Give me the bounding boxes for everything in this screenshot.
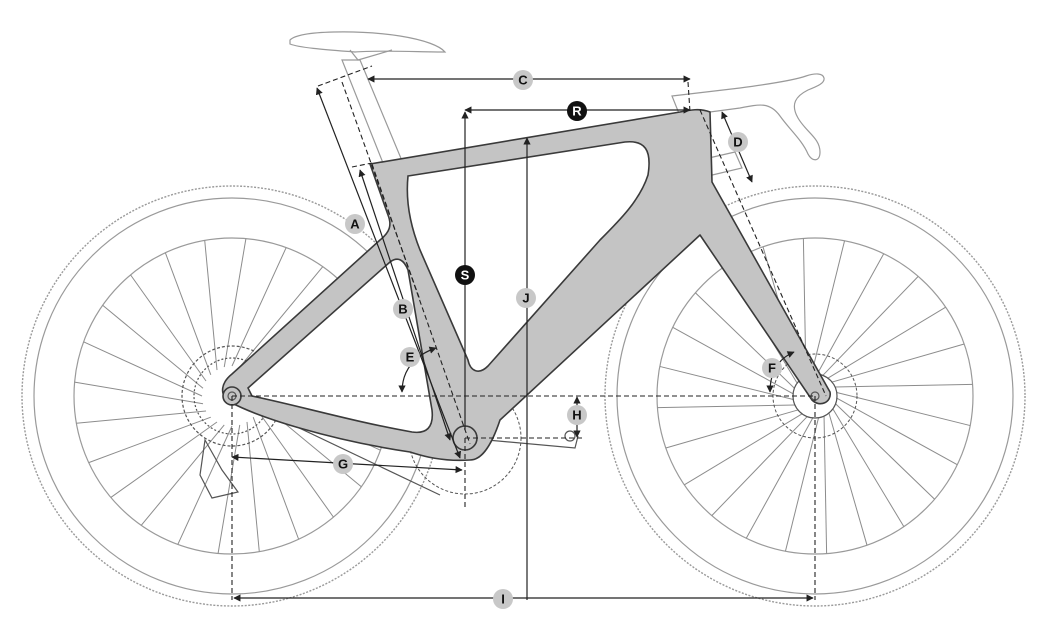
saddle [289, 31, 447, 61]
spoke [827, 306, 946, 379]
spoke [711, 416, 808, 516]
badge-f: F [762, 358, 782, 378]
spoke [836, 391, 971, 427]
spoke [835, 383, 973, 388]
badge-e: E [400, 347, 420, 367]
badge-c-label: C [518, 73, 528, 88]
badge-d: D [728, 132, 748, 152]
badge-e-label: E [406, 350, 415, 365]
spoke [810, 240, 846, 375]
badge-b: B [393, 299, 413, 319]
spoke [110, 421, 218, 498]
spoke [816, 253, 885, 375]
spoke [102, 304, 204, 389]
badge-c: C [513, 70, 533, 90]
badge-g-label: G [338, 457, 348, 472]
spoke [745, 417, 814, 539]
spoke [130, 274, 207, 382]
spoke [140, 424, 225, 526]
seatpost [341, 59, 406, 169]
spoke [252, 417, 300, 540]
spoke [164, 252, 212, 375]
badge-h: H [567, 405, 587, 425]
badge-i: I [493, 589, 513, 609]
badge-r-label: R [572, 104, 582, 119]
spoke [665, 409, 799, 449]
spoke [831, 343, 965, 383]
badge-s-label: S [461, 268, 470, 283]
spoke [822, 276, 919, 376]
spoke [836, 397, 958, 466]
badge-j: J [516, 288, 536, 308]
spoke [835, 403, 935, 500]
spoke [204, 240, 218, 371]
badge-a: A [345, 214, 365, 234]
badge-a-label: A [350, 217, 360, 232]
spoke [76, 410, 207, 424]
badge-i-label: I [501, 592, 505, 607]
badge-d-label: D [733, 135, 742, 150]
badge-g: G [333, 454, 353, 474]
spoke [684, 413, 803, 486]
spoke [784, 417, 820, 552]
spoke [659, 365, 794, 401]
spoke [832, 408, 905, 527]
badge-h-label: H [572, 408, 581, 423]
badge-b-label: B [398, 302, 407, 317]
badge-s: S [455, 265, 475, 285]
label-badges: A B C D E F G H [333, 70, 782, 609]
badge-r: R [567, 101, 587, 121]
spoke [823, 416, 828, 554]
spoke [828, 412, 868, 546]
badge-f-label: F [768, 361, 776, 376]
spoke [657, 404, 795, 409]
badge-j-label: J [522, 291, 529, 306]
spoke [217, 424, 241, 554]
spoke [231, 247, 287, 367]
